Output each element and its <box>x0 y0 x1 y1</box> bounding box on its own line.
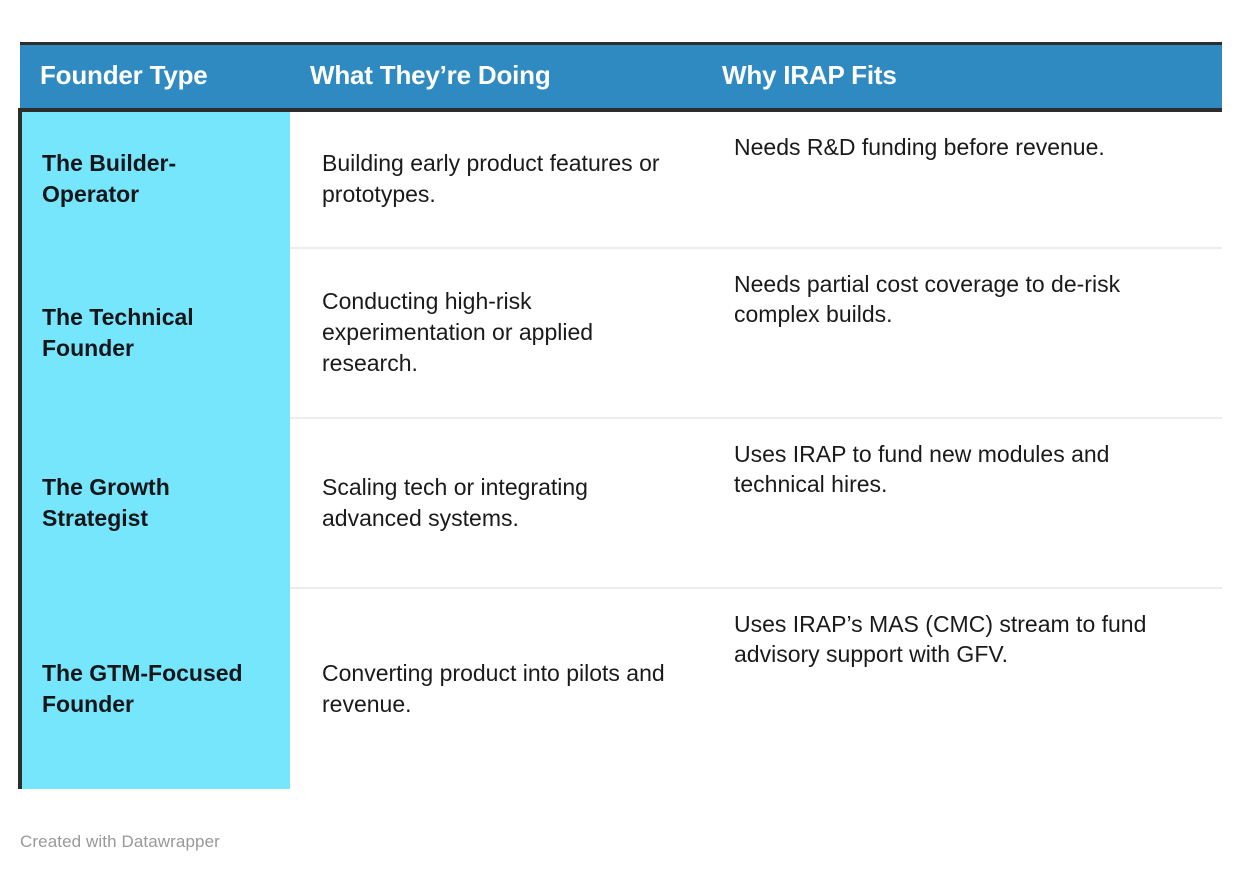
table-row: The GTM-Focused Founder Converting produ… <box>18 587 1222 789</box>
comparison-table: Founder Type What They’re Doing Why IRAP… <box>18 41 1222 789</box>
cell-why-irap-fits: Needs R&D funding before revenue. <box>702 109 1222 249</box>
cell-why-irap-fits: Uses IRAP’s MAS (CMC) stream to fund adv… <box>702 587 1222 789</box>
cell-why-irap-fits: Needs partial cost coverage to de-risk c… <box>702 247 1222 419</box>
table-row: The Growth Strategist Scaling tech or in… <box>18 417 1222 589</box>
cell-what-theyre-doing: Scaling tech or integrating advanced sys… <box>290 417 702 589</box>
table-header-row: Founder Type What They’re Doing Why IRAP… <box>20 41 1222 112</box>
cell-what-theyre-doing: Conducting high-risk experimentation or … <box>290 247 702 419</box>
cell-founder-type: The Technical Founder <box>18 247 290 419</box>
cell-why-irap-fits: Uses IRAP to fund new modules and techni… <box>702 417 1222 589</box>
cell-founder-type: The Builder-Operator <box>18 109 290 249</box>
column-header-what-theyre-doing[interactable]: What They’re Doing <box>290 41 702 112</box>
cell-what-theyre-doing: Building early product features or proto… <box>290 109 702 249</box>
table-row: The Technical Founder Conducting high-ri… <box>18 247 1222 419</box>
cell-founder-type: The GTM-Focused Founder <box>18 587 290 789</box>
cell-founder-type: The Growth Strategist <box>18 417 290 589</box>
table-header: Founder Type What They’re Doing Why IRAP… <box>20 41 1222 112</box>
column-header-founder-type[interactable]: Founder Type <box>20 41 290 112</box>
table-row: The Builder-Operator Building early prod… <box>18 109 1222 249</box>
table-body: The Builder-Operator Building early prod… <box>18 109 1222 789</box>
cell-what-theyre-doing: Converting product into pilots and reven… <box>290 587 702 789</box>
datawrapper-credit[interactable]: Created with Datawrapper <box>20 832 220 851</box>
column-header-why-irap-fits[interactable]: Why IRAP Fits <box>702 41 1222 112</box>
